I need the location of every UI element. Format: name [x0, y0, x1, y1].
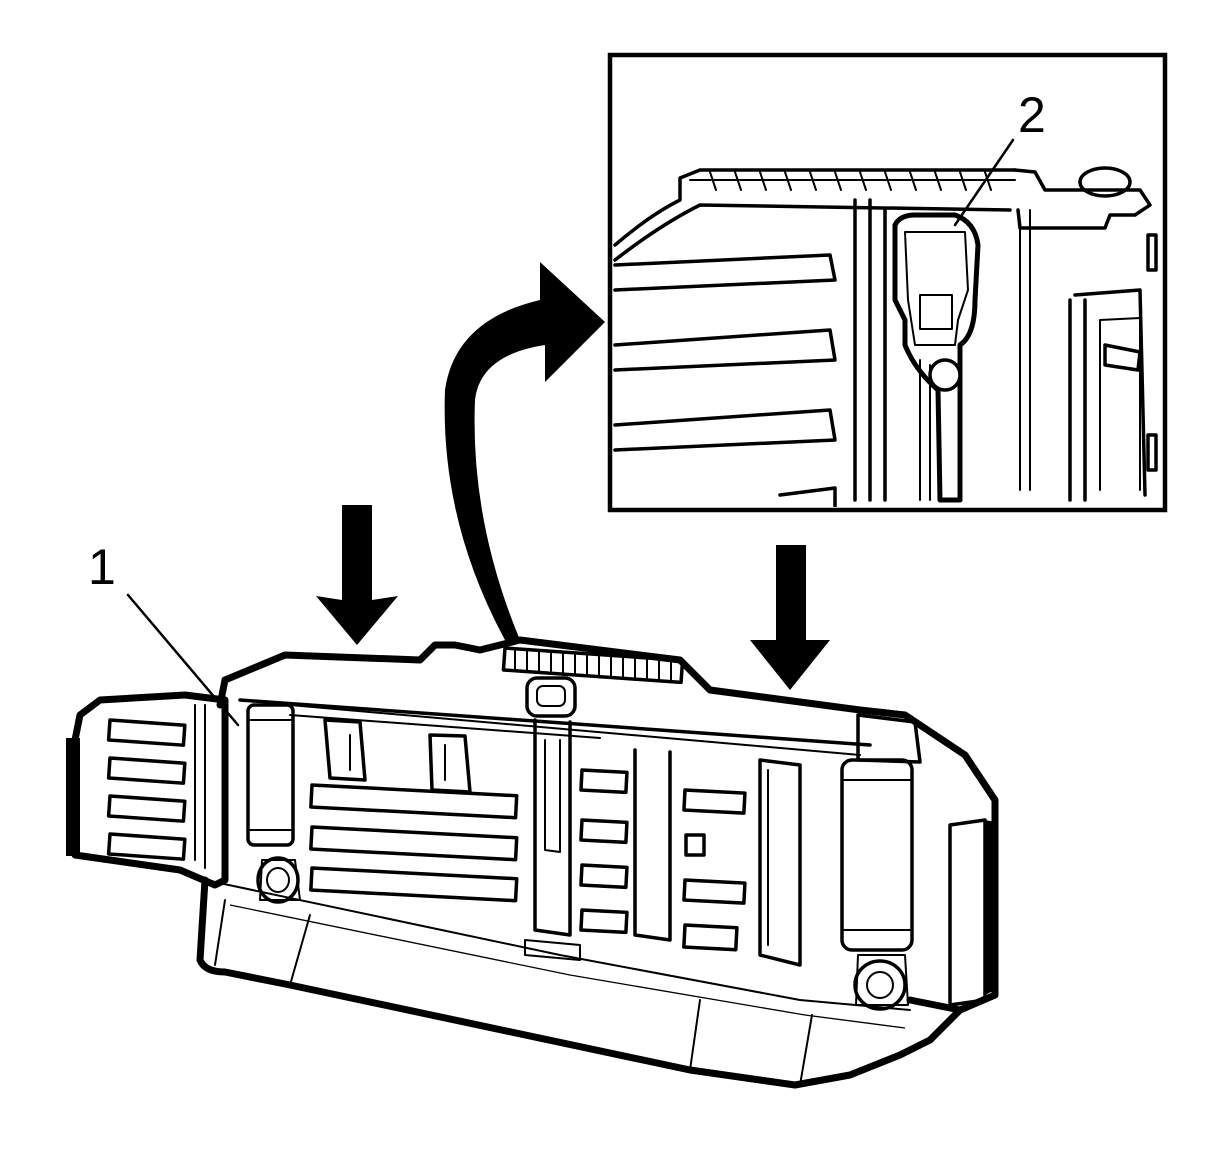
- down-arrow-left: [316, 505, 398, 645]
- inset-teeth: [709, 171, 992, 191]
- down-arrow-right: [750, 545, 830, 690]
- svg-text:2: 2: [1018, 87, 1046, 143]
- latch-channel: [524, 676, 581, 961]
- curved-arrow: [444, 262, 605, 640]
- callout-2: 2: [953, 87, 1046, 227]
- right-hinge-roller: [840, 713, 922, 1011]
- grille-slats: [514, 649, 672, 683]
- latch-detail: [892, 212, 981, 503]
- svg-text:1: 1: [88, 539, 116, 595]
- seat-back-panel-assembly: [66, 636, 999, 1089]
- left-hinge-roller: [246, 703, 301, 904]
- inset-slats: [613, 253, 837, 507]
- left-flap-slats: [106, 718, 187, 861]
- callout-1: 1: [88, 539, 240, 727]
- detail-inset: [607, 52, 1168, 513]
- center-panel-slats: [309, 783, 519, 903]
- right-center-slats: [579, 748, 747, 952]
